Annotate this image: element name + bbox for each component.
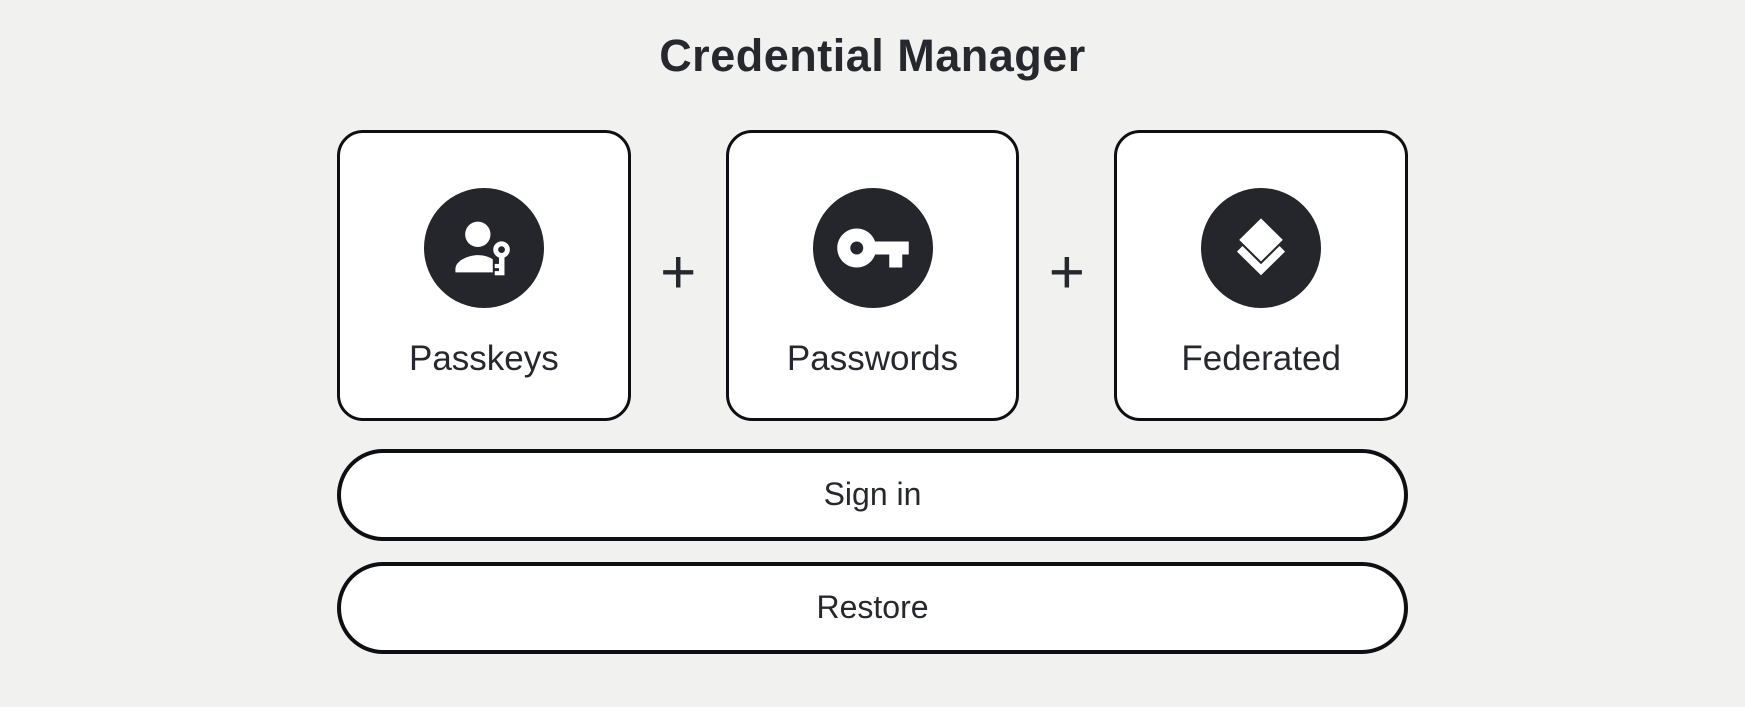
plus-separator: + bbox=[660, 238, 697, 307]
card-label-passwords: Passwords bbox=[786, 338, 959, 378]
federated-card: Federated bbox=[1114, 129, 1409, 421]
restore-button[interactable]: Restore bbox=[337, 561, 1408, 654]
card-label-federated: Federated bbox=[1181, 338, 1341, 378]
key-icon bbox=[812, 187, 933, 308]
credential-cards-row: Passkeys + Passwords + Federated bbox=[337, 129, 1409, 421]
plus-separator: + bbox=[1048, 238, 1085, 307]
layers-icon bbox=[1201, 187, 1322, 308]
passkey-icon bbox=[423, 187, 544, 308]
page-title: Credential Manager bbox=[659, 30, 1086, 81]
passwords-card: Passwords bbox=[725, 129, 1020, 421]
sign-in-button[interactable]: Sign in bbox=[337, 448, 1408, 541]
main-content: Passkeys + Passwords + Federated Sign in… bbox=[337, 129, 1409, 654]
card-label-passkeys: Passkeys bbox=[408, 338, 559, 378]
passkeys-card: Passkeys bbox=[337, 129, 631, 421]
